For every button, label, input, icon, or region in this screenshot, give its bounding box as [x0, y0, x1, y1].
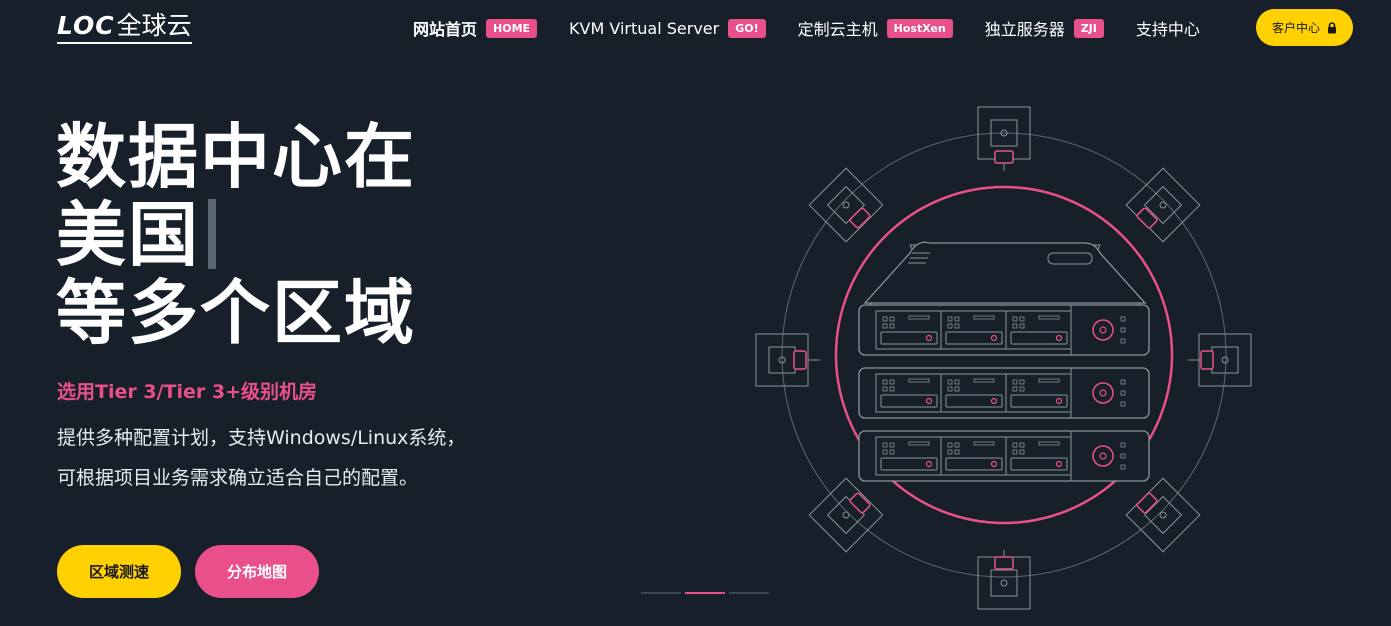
- hero-desc-line: 可根据项目业务需求确立适合自己的配置。: [57, 467, 419, 489]
- logo-cn: 全球云: [116, 11, 192, 40]
- hero-description: 提供多种配置计划，支持Windows/Linux系统， 可根据项目业务需求确立适…: [57, 418, 465, 498]
- typing-cursor: [208, 199, 216, 269]
- lock-icon: [1328, 21, 1336, 33]
- logo[interactable]: LOC 全球云: [57, 8, 192, 44]
- nav-item-label: KVM Virtual Server: [569, 18, 720, 38]
- nav-item-cloud[interactable]: 定制云主机 HostXen: [798, 16, 953, 40]
- slider-dot[interactable]: [729, 592, 769, 594]
- nav-item-dedicated[interactable]: 独立服务器 ZJI: [985, 16, 1104, 40]
- server-rack-icon: [755, 106, 1252, 610]
- hero-title-text: 美国: [56, 194, 200, 276]
- distribution-map-button[interactable]: 分布地图: [195, 545, 319, 598]
- hero-title-line: 等多个区域: [56, 272, 416, 354]
- nav-item-support[interactable]: 支持中心: [1136, 16, 1200, 40]
- nav-item-label: 定制云主机: [797, 20, 878, 39]
- nav-item-label: 网站首页: [413, 20, 478, 39]
- hero-title-line-2: 美国: [56, 196, 416, 274]
- hero-subtitle: 选用Tier 3/Tier 3+级别机房: [57, 381, 317, 403]
- nav-item-home[interactable]: 网站首页 HOME: [413, 16, 538, 40]
- logo-latin: LOC: [57, 11, 115, 40]
- client-center-label: 客户中心: [1271, 21, 1320, 35]
- nav-badge: HostXen: [886, 18, 953, 38]
- main-nav: 网站首页 HOME KVM Virtual Server GO! 定制云主机 H…: [413, 0, 1232, 56]
- hero-title: 数据中心在 美国 等多个区域: [56, 118, 416, 352]
- nav-badge: ZJI: [1073, 18, 1104, 38]
- speedtest-button[interactable]: 区域测速: [57, 545, 181, 598]
- nav-item-label: 独立服务器: [984, 20, 1065, 39]
- hero-title-line: 数据中心在: [56, 116, 416, 198]
- nav-badge: GO!: [728, 18, 766, 38]
- nav-item-kvm[interactable]: KVM Virtual Server GO!: [569, 18, 766, 38]
- slider-dot[interactable]: [641, 592, 681, 594]
- nav-badge: HOME: [486, 18, 538, 38]
- client-center-button[interactable]: 客户中心: [1256, 9, 1353, 46]
- slider-dot-active[interactable]: [685, 592, 725, 594]
- hero-desc-line: 提供多种配置计划，支持Windows/Linux系统，: [57, 427, 466, 449]
- slider-dots: [641, 592, 773, 594]
- nav-item-label: 支持中心: [1135, 20, 1200, 39]
